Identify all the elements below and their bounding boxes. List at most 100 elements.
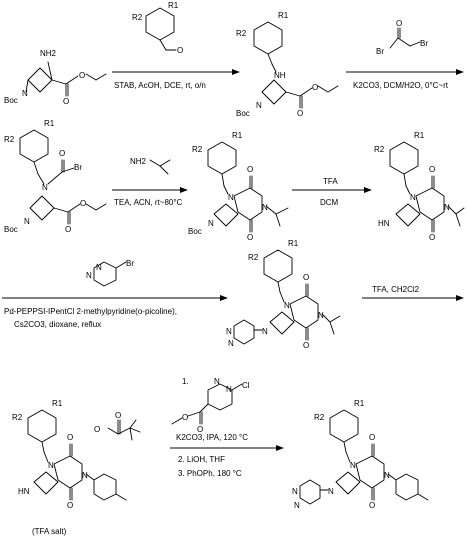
int4-oxygen-top: O bbox=[429, 165, 435, 174]
int4-r2-label: R2 bbox=[374, 145, 385, 154]
arrowhead-3 bbox=[180, 187, 188, 193]
step3-conditions: TEA, ACN, rt~80°C bbox=[114, 198, 183, 207]
sm7-oxygen-top: O bbox=[67, 433, 73, 442]
int2-azetidine-n: N bbox=[24, 217, 30, 226]
arrowhead-7 bbox=[276, 445, 284, 451]
amine-label: NH2 bbox=[40, 49, 57, 58]
int3-n2-label: N bbox=[262, 203, 268, 212]
step5-line2: Cs2CO3, dioxane, reflux bbox=[14, 320, 101, 329]
arrowhead-4 bbox=[364, 187, 372, 193]
product-pyridazine-n2: N bbox=[294, 501, 300, 510]
free-amine-spiro-diketopiperazine: R1 R2 N N O O HN bbox=[374, 131, 465, 242]
reagent7-ester-oxygen: O bbox=[182, 413, 188, 422]
bromopyridazine-reagent: N N Br bbox=[86, 259, 134, 287]
step5-line1: Pd-PEPPSI-IPentCl 2-methylpyridine(o-pic… bbox=[4, 307, 177, 316]
step7-number-1: 1. bbox=[182, 377, 189, 386]
step7-k2co3: K2CO3, IPA, 120 °C bbox=[176, 433, 248, 442]
tfa-hydroxyl-oxygen: O bbox=[94, 425, 100, 434]
methylcyclohexyl-spiro-dkp-tfa-salt: R1 R2 N N O O HN (TFA salt) bbox=[12, 399, 127, 536]
carbonyl-oxygen-label: O bbox=[63, 97, 69, 106]
product-r1-label: R1 bbox=[354, 399, 365, 408]
int3-oxygen-bottom: O bbox=[247, 233, 253, 242]
int5-pyridazine-n1: N bbox=[226, 327, 232, 336]
arrowhead-5 bbox=[220, 295, 228, 301]
reagent7-carbonyl-oxygen: O bbox=[197, 425, 203, 434]
aldehyde-r1-label: R1 bbox=[168, 1, 179, 10]
int4-r1-label: R1 bbox=[414, 131, 425, 140]
isopropylamine-nh2: NH2 bbox=[130, 157, 147, 166]
reagent7-chloride: Cl bbox=[242, 381, 250, 390]
final-product: R1 R2 N N O O N N N bbox=[292, 399, 429, 510]
trifluoroacetic-acid: O O bbox=[94, 411, 141, 441]
boc-spiro-diketopiperazine: R1 R2 N N O O N Boc bbox=[188, 131, 289, 242]
bromoacetamide-intermediate: R1 R2 N O Br O O N Boc bbox=[4, 119, 107, 234]
arrowhead-2 bbox=[456, 69, 464, 75]
pyridazine-n2-label: N bbox=[96, 263, 102, 272]
pyridazine-bromide: Br bbox=[126, 259, 134, 268]
aldehyde-oxygen-label: O bbox=[177, 46, 183, 55]
int3-r1-label: R1 bbox=[232, 131, 243, 140]
boc-label-3: Boc bbox=[4, 225, 18, 234]
ester-oxygen-label: O bbox=[79, 71, 85, 80]
product-azetidine-n: N bbox=[328, 487, 334, 496]
sm7-r2-label: R2 bbox=[12, 413, 23, 422]
product-n1-label: N bbox=[350, 461, 356, 470]
product-n2-label: N bbox=[384, 471, 390, 480]
int4-n2-label: N bbox=[444, 203, 450, 212]
bromoacetyl-oxygen: O bbox=[396, 19, 402, 28]
int5-azetidine-n: N bbox=[262, 327, 268, 336]
arrowhead-1 bbox=[232, 69, 240, 75]
pyridazinyl-spiro-diketopiperazine: R1 R2 N N O O N N N bbox=[226, 239, 341, 350]
product-oxygen-bottom: O bbox=[369, 501, 375, 510]
product-pyridazine-n1: N bbox=[292, 487, 298, 496]
int5-n1-label: N bbox=[284, 301, 290, 310]
sm7-hn-label: HN bbox=[18, 487, 30, 496]
arrowhead-6 bbox=[456, 295, 464, 301]
reagent7-n2-label: N bbox=[214, 377, 220, 386]
product1-nh-label: NH bbox=[274, 71, 286, 80]
int2-carbonyl-oxygen: O bbox=[65, 225, 71, 234]
step4-solvent: DCM bbox=[320, 198, 339, 207]
int3-azetidine-n: N bbox=[208, 219, 214, 228]
aldehyde-reagent: R1 R2 O bbox=[132, 1, 183, 55]
int2-r1-label: R1 bbox=[44, 119, 55, 128]
sm7-oxygen-bottom: O bbox=[67, 501, 73, 510]
step6-conditions: TFA, CH2Cl2 bbox=[372, 285, 420, 294]
step1-conditions: STAB, AcOH, DCE, rt, o/n bbox=[114, 81, 206, 90]
int5-n2-label: N bbox=[318, 311, 324, 320]
int2-r2-label: R2 bbox=[4, 135, 15, 144]
int4-oxygen-bottom: O bbox=[429, 233, 435, 242]
reductive-amination-product: R1 R2 NH O O N Boc bbox=[236, 11, 339, 118]
int5-oxygen-bottom: O bbox=[303, 341, 309, 350]
int3-n1-label: N bbox=[228, 193, 234, 202]
int3-oxygen-top: O bbox=[247, 165, 253, 174]
product1-ester-oxygen: O bbox=[312, 83, 318, 92]
bromoacetyl-bromide: Br O Br bbox=[376, 19, 428, 56]
int2-ester-oxygen: O bbox=[80, 199, 86, 208]
product1-carbonyl-oxygen: O bbox=[297, 109, 303, 118]
alkyl-bromide-label: Br bbox=[420, 39, 428, 48]
azetidine-nitrogen-label: N bbox=[22, 89, 28, 98]
int4-n1-label: N bbox=[410, 193, 416, 202]
starting-amino-ester: NH2 O O N Boc bbox=[4, 49, 107, 106]
tfa-carbonyl-oxygen: O bbox=[115, 411, 121, 420]
int2-bromide: Br bbox=[74, 163, 82, 172]
sm7-n1-label: N bbox=[48, 461, 54, 470]
product-r2-label: R2 bbox=[314, 413, 325, 422]
int5-r2-label: R2 bbox=[248, 253, 259, 262]
step7-lioh: 2. LiOH, THF bbox=[178, 455, 225, 464]
reagent7-n1-label: N bbox=[226, 385, 232, 394]
int5-pyridazine-n2: N bbox=[228, 339, 234, 348]
isopropylamine-reagent: NH2 bbox=[130, 157, 171, 175]
int3-r2-label: R2 bbox=[192, 145, 203, 154]
int2-amide-nitrogen: N bbox=[42, 183, 48, 192]
pyridazine-n1-label: N bbox=[86, 271, 92, 280]
aldehyde-r2-label: R2 bbox=[132, 13, 143, 22]
int2-amide-oxygen: O bbox=[59, 149, 65, 158]
product1-r2-label: R2 bbox=[236, 29, 247, 38]
boc-label-2: Boc bbox=[236, 109, 250, 118]
sm7-n2-label: N bbox=[82, 471, 88, 480]
step2-conditions: K2CO3, DCM/H2O, 0°C~rt bbox=[353, 81, 449, 90]
boc-label-4: Boc bbox=[188, 227, 202, 236]
